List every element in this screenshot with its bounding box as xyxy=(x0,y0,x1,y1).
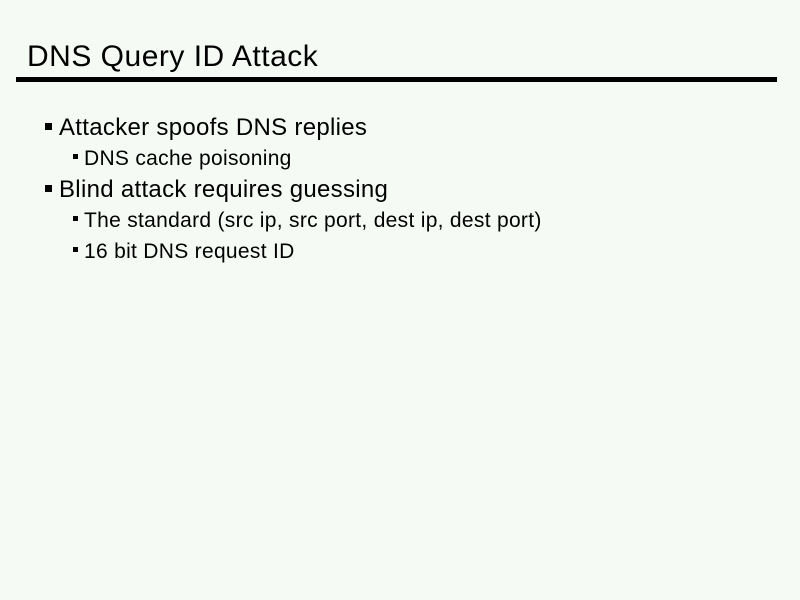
bullet-item: The standard (src ip, src port, dest ip,… xyxy=(0,204,780,235)
bullet-item: Attacker spoofs DNS replies xyxy=(0,111,780,142)
bullet-text: DNS cache poisoning xyxy=(84,146,292,170)
bullet-text: The standard (src ip, src port, dest ip,… xyxy=(84,208,542,232)
bullet-item: DNS cache poisoning xyxy=(0,142,780,173)
bullet-text: 16 bit DNS request ID xyxy=(84,239,295,263)
bullet-square-icon xyxy=(73,216,78,222)
bullet-text: Attacker spoofs DNS replies xyxy=(59,114,368,142)
bullet-square-icon xyxy=(73,154,78,160)
bullet-text: Blind attack requires guessing xyxy=(59,176,389,204)
bullet-list: Attacker spoofs DNS replies DNS cache po… xyxy=(0,111,780,266)
bullet-item: 16 bit DNS request ID xyxy=(0,235,780,266)
slide-title: DNS Query ID Attack xyxy=(27,40,319,73)
bullet-square-icon xyxy=(73,247,78,253)
bullet-item: Blind attack requires guessing xyxy=(0,173,780,204)
title-underline-rule xyxy=(16,77,777,82)
bullet-square-icon xyxy=(45,184,52,192)
bullet-square-icon xyxy=(45,122,52,130)
